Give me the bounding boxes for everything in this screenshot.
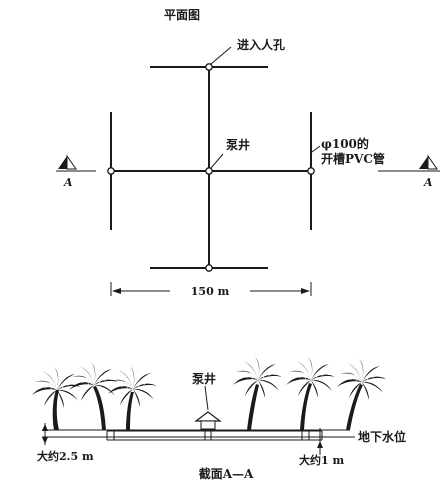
palm-tree-4 (232, 356, 283, 430)
section-well-leader (204, 385, 209, 411)
pipe-spec-label-line2: 开槽PVC管 (321, 151, 385, 166)
manhole-label: 进入人孔 (237, 37, 285, 52)
manhole-node-top (205, 63, 213, 71)
section-marker-left (56, 154, 96, 172)
pipe-spec-leader (311, 145, 321, 153)
plan-title: 平面图 (164, 8, 200, 22)
pump-well-leader (210, 153, 224, 169)
dimension-line (110, 282, 312, 296)
palm-tree-3 (107, 365, 158, 430)
section-letter-right: A (423, 176, 433, 189)
manhole-node-bottom (205, 264, 213, 272)
section-letter-left: A (63, 176, 73, 189)
manhole-node-right (307, 167, 315, 175)
palm-tree-1 (31, 366, 82, 430)
groundwater-label: 地下水位 (358, 429, 406, 444)
palm-tree-5 (285, 356, 336, 430)
palm-tree-2 (68, 361, 119, 430)
dimension-label: 150 m (191, 285, 230, 298)
depth-right-label: 大约1 m (299, 453, 344, 467)
pump-well-label: 泵井 (226, 137, 250, 152)
depth-left-label: 大约2.5 m (37, 449, 94, 463)
plan-view: 平面图 进入人孔 泵井 φ100的 开槽PVC管 (56, 8, 440, 298)
pump-well-node (205, 167, 213, 175)
pipe-spec-label-line1: φ100的 (321, 136, 369, 151)
pump-house (194, 411, 222, 440)
section-marker-right (378, 154, 440, 172)
depth-marker-right (317, 428, 323, 455)
manhole-node-left (107, 167, 115, 175)
section-well-label: 泵井 (192, 371, 216, 386)
manhole-leader (210, 46, 232, 65)
depth-marker-left (42, 423, 48, 445)
palm-tree-6 (336, 358, 387, 430)
section-caption: 截面A—A (199, 466, 254, 481)
section-view: 泵井 地下水位 大约2.5 m 大约1 m 截面A—A (31, 356, 406, 481)
